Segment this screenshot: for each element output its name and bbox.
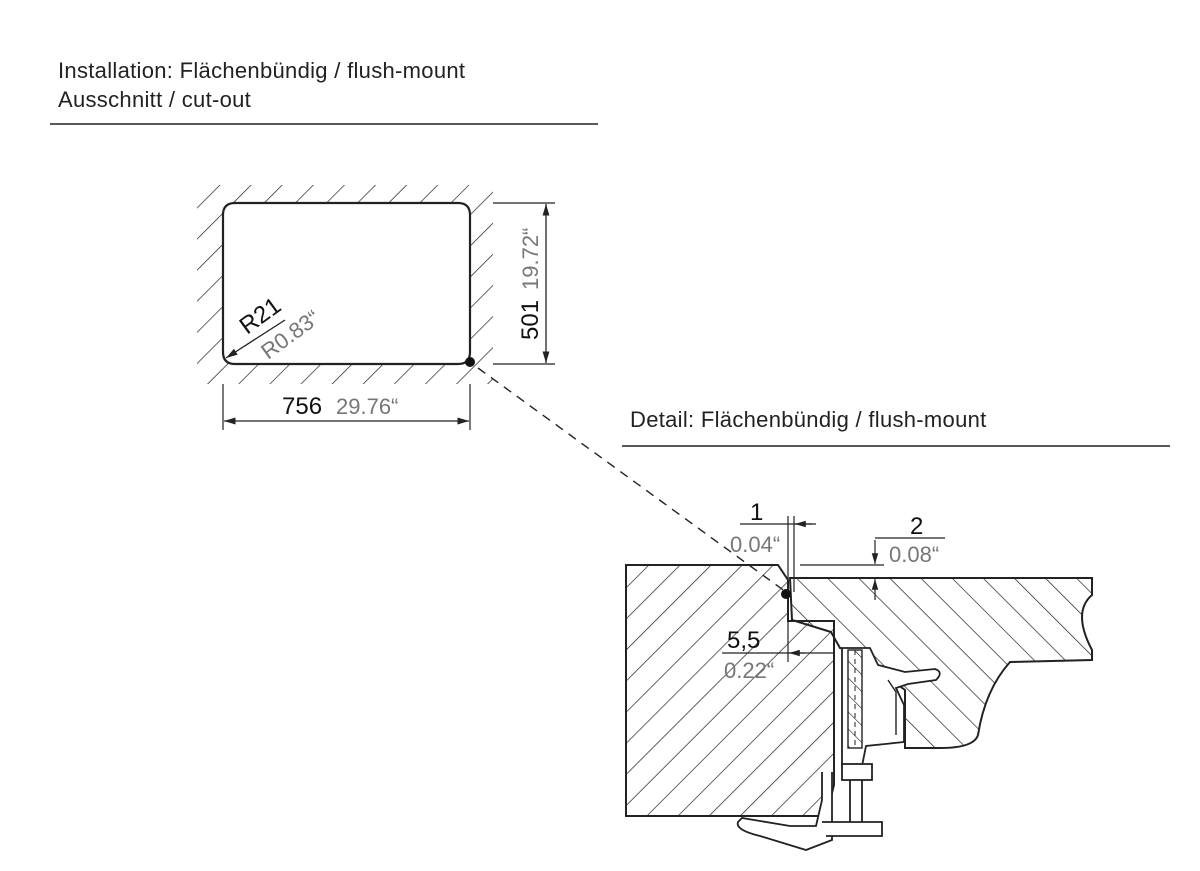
width-mm-label: 756 [282, 393, 322, 420]
detail-title: Detail: Flächenbündig / flush-mount [630, 407, 987, 432]
detail-drawing: 1 0.04“ 2 0.08“ 5,5 0.22“ [625, 499, 1093, 851]
height-in-label: 19.72“ [518, 228, 543, 290]
gap-in-label: 0.04“ [730, 532, 780, 557]
cutout-drawing: R21 R0.83“ 756 29.76“ 501 19.72“ [197, 185, 555, 430]
installation-title: Installation: Flächenbündig / flush-moun… [58, 56, 465, 114]
cutout-hatch-frame [197, 185, 493, 384]
detail-reference-line [477, 367, 787, 593]
offset-mm-label: 5,5 [727, 627, 760, 654]
radius-leader [225, 319, 286, 359]
screw-bracket [736, 763, 883, 851]
height-mm-label: 501 [517, 300, 544, 340]
fixing-clip [841, 647, 941, 767]
gap-mm-label: 1 [750, 499, 763, 526]
installation-title-line1: Installation: Flächenbündig / flush-moun… [58, 58, 466, 83]
seam-marker [781, 589, 791, 599]
cutout-outline [221, 201, 472, 366]
depth-mm-label: 2 [910, 513, 923, 540]
sink-rim-section [788, 577, 1093, 749]
installation-title-line2: Ausschnitt / cut-out [58, 87, 252, 112]
offset-in-label: 0.22“ [724, 658, 774, 683]
depth-in-label: 0.08“ [889, 542, 939, 567]
width-in-label: 29.76“ [336, 394, 398, 419]
cutout-corner-marker [465, 357, 475, 367]
